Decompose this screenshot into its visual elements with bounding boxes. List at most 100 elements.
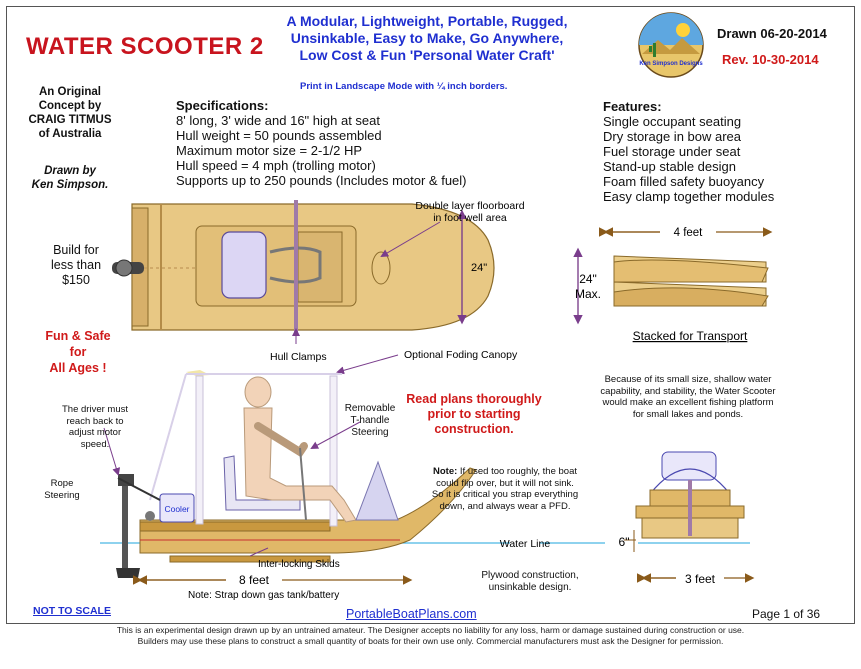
note-line: Fun & Safe <box>45 329 111 343</box>
note-line: for small lakes and ponds. <box>632 408 744 420</box>
website-link[interactable]: PortableBoatPlans.com <box>346 607 477 621</box>
warning-line: construction. <box>434 422 514 436</box>
drawn-by-credit: Drawn by Ken Simpson. <box>23 164 117 192</box>
front-height-label: 6" <box>619 535 630 549</box>
note-line: So it is critical you strap everything <box>431 489 579 500</box>
floorboard-arrow <box>380 221 441 258</box>
note-line: adjust motor <box>68 427 122 438</box>
subtitle-line: Low Cost & Fun 'Personal Water Craft' <box>299 47 555 63</box>
spec-item: 8' long, 3' wide and 16" high at seat <box>176 113 381 128</box>
disclaimer-line: This is an experimental design drawn up … <box>116 625 745 635</box>
canopy-arrow <box>336 354 399 375</box>
spec-item: Maximum motor size = 2-1/2 HP <box>176 143 363 158</box>
note-line: Removable <box>344 403 396 414</box>
plywood-note: Plywood construction, unsinkable design. <box>460 570 600 594</box>
note-line: Build for <box>53 243 99 257</box>
note-line: for <box>69 345 87 359</box>
specifications-heading: Specifications: <box>176 98 269 113</box>
rope-steering-label: Rope Steering <box>40 478 84 501</box>
tiller-arrow <box>310 421 361 449</box>
transport-stack <box>573 227 773 325</box>
fishing-note: Because of its small size, shallow water… <box>578 374 798 420</box>
drawn-date: Drawn 06-20-2014 <box>717 26 827 41</box>
note-line: speed. <box>80 438 110 450</box>
feature-item: Easy clamp together modules <box>603 189 775 204</box>
page-title: WATER SCOOTER 2 <box>26 33 264 60</box>
note-line: could flip over, but it will not sink. <box>436 477 574 489</box>
feature-item: Stand-up stable design <box>603 159 736 174</box>
note-line: $150 <box>62 273 90 287</box>
revision-date: Rev. 10-30-2014 <box>722 52 819 67</box>
subtitle-line: Unsinkable, Easy to Make, Go Anywhere, <box>290 30 564 46</box>
note-line: Because of its small size, shallow water <box>604 374 772 385</box>
width-label: 24" <box>471 262 487 274</box>
disclaimer-footer: This is an experimental design drawn up … <box>0 625 861 647</box>
note-line: Steering <box>44 489 80 501</box>
concept-credit: An Original Concept by CRAIG TITMUS of A… <box>23 85 117 141</box>
note-label: Note: <box>433 466 458 477</box>
disclaimer-line: Builders may use these plans to construc… <box>137 636 724 646</box>
note-line: All Ages ! <box>49 361 107 375</box>
credit-line: CRAIG TITMUS <box>28 114 112 126</box>
read-plans-warning: Read plans thoroughly prior to starting … <box>404 392 544 437</box>
skids-label: Inter-locking Skids <box>258 559 340 570</box>
transport-caption: Stacked for Transport <box>633 329 748 343</box>
note-line: T-handle <box>350 415 390 426</box>
spec-item: Hull speed = 4 mph (trolling motor) <box>176 158 376 173</box>
subtitle-line: A Modular, Lightweight, Portable, Rugged… <box>286 13 568 29</box>
print-note: Print in Landscape Mode with ¼ inch bord… <box>300 81 508 92</box>
note-line: Plywood construction, <box>481 570 579 581</box>
page-number: Page 1 of 36 <box>752 607 821 621</box>
side-view-boat <box>100 370 755 585</box>
cooler-label: Cooler <box>164 504 189 514</box>
page-frame <box>6 6 855 624</box>
warning-line: prior to starting <box>427 407 521 421</box>
floorboard-note: Double layer floorboard <box>415 200 524 212</box>
driver-note: The driver must reach back to adjust mot… <box>50 404 140 450</box>
skids-arrow <box>249 547 269 557</box>
logo-text: Ken Simpson Designs <box>639 61 703 67</box>
note-line: unsinkable design. <box>488 582 572 593</box>
tiller-label: Removable T-handle Steering <box>330 403 410 439</box>
top-view-hull <box>112 200 495 334</box>
transport-length-label: 4 feet <box>674 227 704 239</box>
feature-item: Dry storage in bow area <box>603 129 742 144</box>
note-line: down, and always wear a PFD. <box>439 500 571 512</box>
feature-item: Foam filled safety buoyancy <box>603 174 765 189</box>
transport-height-label: Max. <box>575 287 601 301</box>
note-line: If used too roughly, the boat <box>457 466 577 477</box>
spec-item: Hull weight = 50 pounds assembled <box>176 128 382 143</box>
note-line: less than <box>50 258 102 272</box>
build-cost-note: Build for less than $150 <box>36 243 116 288</box>
water-line-label: Water Line <box>500 538 551 550</box>
credit-line: An Original <box>39 86 101 98</box>
feature-item: Fuel storage under seat <box>603 144 741 159</box>
note-line: would make an excellent fishing platform <box>602 397 774 408</box>
specifications: Specifications: 8' long, 3' wide and 16"… <box>176 98 467 188</box>
canopy-label: Optional Foding Canopy <box>404 349 518 361</box>
floorboard-note: in foot well area <box>433 212 507 224</box>
note-line: Steering <box>351 427 389 438</box>
features-heading: Features: <box>603 99 662 114</box>
subtitle: A Modular, Lightweight, Portable, Rugged… <box>262 13 592 64</box>
front-width-label: 3 feet <box>685 572 716 586</box>
driver-note-arrow <box>103 427 121 476</box>
fun-safe-note: Fun & Safe for All Ages ! <box>38 328 118 376</box>
feature-item: Single occupant seating <box>603 114 742 129</box>
designer-logo: Ken Simpson Designs <box>636 10 706 80</box>
note-line: Rope <box>50 478 74 489</box>
strap-note: Note: Strap down gas tank/battery <box>188 590 339 601</box>
credit-line: Concept by <box>38 100 102 112</box>
warning-line: Read plans thoroughly <box>406 392 542 406</box>
safety-note: Note: If used too roughly, the boat coul… <box>400 466 610 512</box>
features: Features: Single occupant seating Dry st… <box>603 99 774 204</box>
note-line: The driver must <box>62 404 128 415</box>
scale-note: NOT TO SCALE <box>33 605 111 617</box>
hull-clamps-label: Hull Clamps <box>270 351 327 363</box>
note-line: reach back to <box>66 415 124 427</box>
credit-line: Ken Simpson. <box>31 179 109 191</box>
note-line: capability, and stability, the Water Sco… <box>600 385 776 397</box>
side-length-label: 8 feet <box>239 573 270 587</box>
spec-item: Supports up to 250 pounds (Includes moto… <box>176 173 467 188</box>
